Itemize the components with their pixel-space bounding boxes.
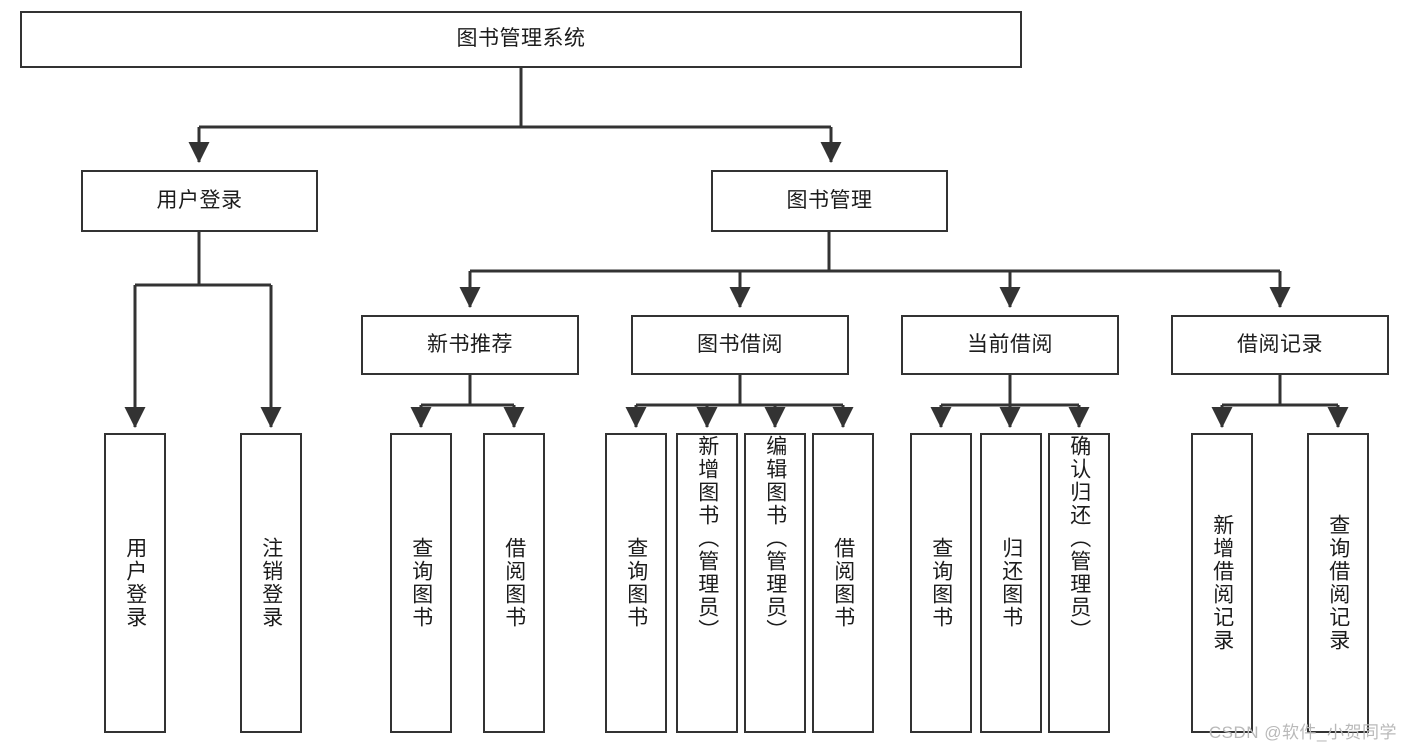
node-label: 确认归还（管理员） bbox=[1067, 435, 1091, 642]
node-leaf-current-borrow-confirm-return[interactable]: 确认归还（管理员） bbox=[1048, 433, 1110, 733]
node-label: 借阅图书 bbox=[831, 537, 855, 629]
node-label: 借阅记录 bbox=[1237, 332, 1323, 356]
node-label: 当前借阅 bbox=[967, 332, 1053, 356]
node-label: 查询借阅记录 bbox=[1326, 514, 1350, 652]
node-label: 图书管理系统 bbox=[456, 27, 586, 51]
node-leaf-new-book-query[interactable]: 查询图书 bbox=[390, 433, 452, 733]
node-leaf-book-borrow-edit[interactable]: 编辑图书（管理员） bbox=[744, 433, 806, 733]
node-leaf-borrow-record-query[interactable]: 查询借阅记录 bbox=[1307, 433, 1369, 733]
node-label: 图书管理 bbox=[786, 188, 873, 212]
node-book-management[interactable]: 图书管理 bbox=[711, 170, 948, 232]
node-label: 用户登录 bbox=[156, 188, 243, 212]
node-label: 归还图书 bbox=[999, 537, 1023, 629]
node-current-borrow[interactable]: 当前借阅 bbox=[901, 315, 1119, 375]
node-leaf-user-login-logout[interactable]: 注销登录 bbox=[240, 433, 302, 733]
node-root-book-management-system[interactable]: 图书管理系统 bbox=[20, 11, 1022, 68]
node-leaf-current-borrow-return[interactable]: 归还图书 bbox=[980, 433, 1042, 733]
node-user-login[interactable]: 用户登录 bbox=[81, 170, 318, 232]
node-leaf-borrow-record-add[interactable]: 新增借阅记录 bbox=[1191, 433, 1253, 733]
node-label: 注销登录 bbox=[259, 537, 283, 629]
node-new-book-recommend[interactable]: 新书推荐 bbox=[361, 315, 579, 375]
node-label: 查询图书 bbox=[929, 537, 953, 629]
node-leaf-book-borrow-query[interactable]: 查询图书 bbox=[605, 433, 667, 733]
node-label: 查询图书 bbox=[624, 537, 648, 629]
node-label: 新书推荐 bbox=[427, 332, 513, 356]
node-leaf-book-borrow-borrow[interactable]: 借阅图书 bbox=[812, 433, 874, 733]
node-label: 图书借阅 bbox=[697, 332, 783, 356]
node-leaf-current-borrow-query[interactable]: 查询图书 bbox=[910, 433, 972, 733]
node-borrow-record[interactable]: 借阅记录 bbox=[1171, 315, 1389, 375]
node-book-borrow[interactable]: 图书借阅 bbox=[631, 315, 849, 375]
node-label: 查询图书 bbox=[409, 537, 433, 629]
csdn-watermark: CSDN @软件_小贺同学 bbox=[1208, 723, 1397, 742]
node-label: 借阅图书 bbox=[502, 537, 526, 629]
node-leaf-book-borrow-add[interactable]: 新增图书（管理员） bbox=[676, 433, 738, 733]
node-label: 编辑图书（管理员） bbox=[763, 435, 787, 642]
node-leaf-user-login-login[interactable]: 用户登录 bbox=[104, 433, 166, 733]
node-label: 新增借阅记录 bbox=[1210, 514, 1234, 652]
node-leaf-new-book-borrow[interactable]: 借阅图书 bbox=[483, 433, 545, 733]
node-label: 用户登录 bbox=[123, 537, 147, 629]
node-label: 新增图书（管理员） bbox=[695, 435, 719, 642]
